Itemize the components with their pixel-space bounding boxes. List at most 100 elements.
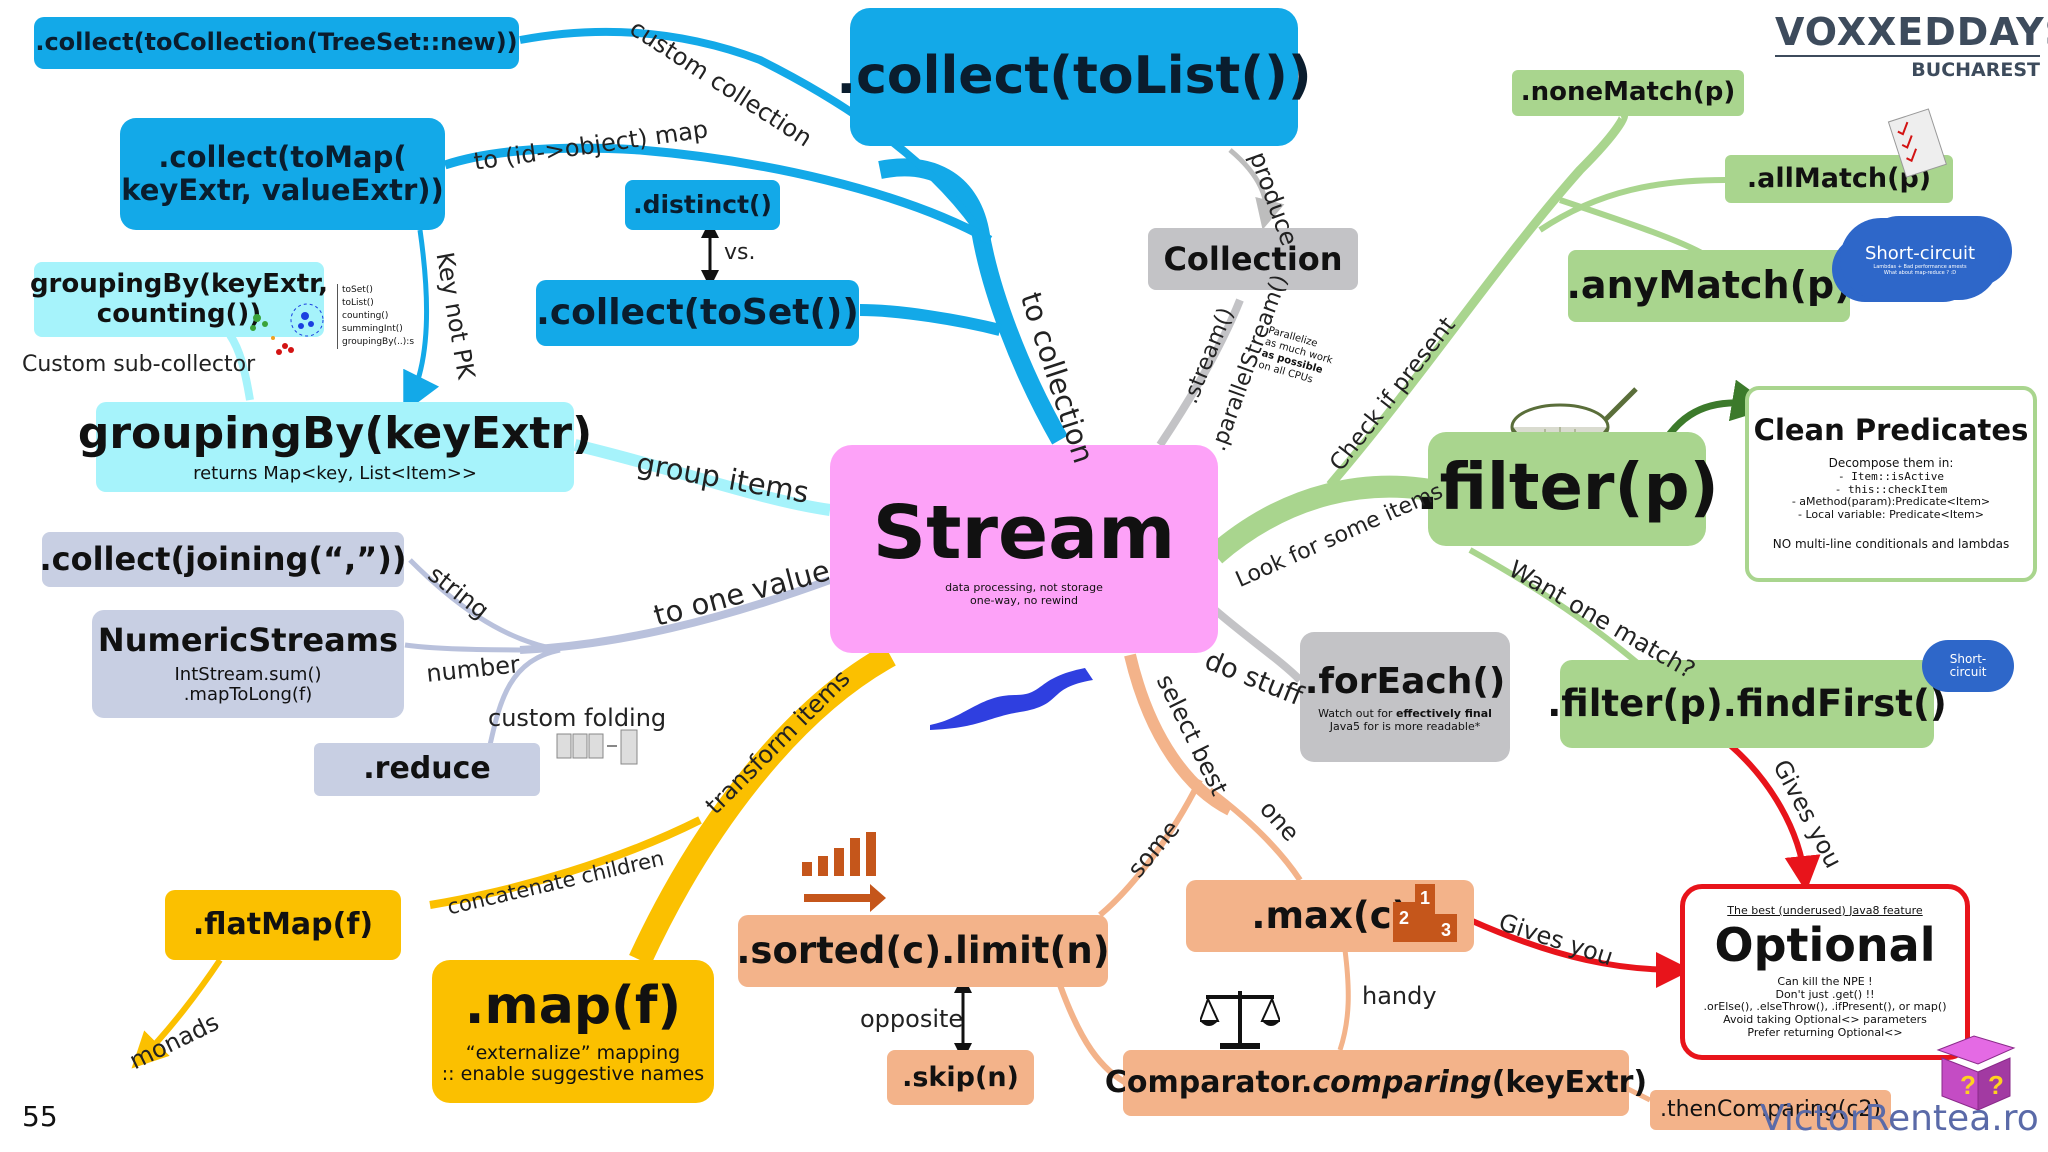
- comparator-node[interactable]: Comparator.comparing(keyExtr): [1105, 1050, 1647, 1116]
- grouping-node[interactable]: groupingBy(keyExtr) returns Map<key, Lis…: [78, 402, 592, 492]
- reduce-node[interactable]: .reduce: [314, 743, 540, 796]
- collector-item: toSet(): [342, 285, 373, 295]
- numeric-streams-node[interactable]: NumericStreams IntStream.sum() .mapToLon…: [92, 610, 404, 718]
- collectors-dots-icon: [245, 298, 333, 362]
- any-match-node[interactable]: .anyMatch(p): [1566, 250, 1852, 322]
- short-circuit-cloud-small: Short- circuit: [1922, 640, 2014, 692]
- to-set-node[interactable]: .collect(toSet()): [536, 280, 859, 346]
- none-match-node[interactable]: .noneMatch(p): [1512, 70, 1744, 116]
- link-allmatch: [1538, 177, 1726, 233]
- short-circuit-title: Short-circuit: [1864, 242, 1976, 264]
- grouping-counting-line-1: groupingBy(keyExtr,: [29, 268, 329, 299]
- opposite-label: opposite: [860, 1005, 964, 1033]
- chart-arrow-icon: [800, 832, 890, 916]
- link-toset: [859, 304, 1002, 336]
- foreach-sub-1b: effectively final: [1395, 707, 1492, 721]
- grouping-subtitle: returns Map<key, List<Item>>: [193, 462, 477, 484]
- all-match-node[interactable]: .allMatch(p): [1725, 155, 1953, 203]
- short-circuit-tiny-2: What about map-reduce ? :D: [1883, 269, 1957, 276]
- link-do-stuff: [1212, 606, 1303, 683]
- clean-predicates-node[interactable]: Clean Predicates Decompose them in: - It…: [1745, 386, 2037, 582]
- clean-line: - aMethod(param):Predicate<Item>: [1791, 495, 1991, 509]
- optional-line: Don't just .get() !!: [1775, 987, 1875, 1001]
- optional-node[interactable]: The best (underused) Java8 feature Optio…: [1680, 884, 1970, 1060]
- map-sub-2: :: enable suggestive names: [441, 1063, 705, 1086]
- joining-node[interactable]: .collect(joining(“,”)): [39, 532, 407, 587]
- collector-item: toList(): [342, 298, 374, 308]
- flatmap-node[interactable]: .flatMap(f): [165, 890, 401, 960]
- link-monads: [131, 958, 223, 1069]
- optional-kicker: The best (underused) Java8 feature: [1727, 903, 1923, 917]
- foreach-sub-1: Watch out for effectively final: [1318, 707, 1492, 721]
- foreach-node[interactable]: .forEach() Watch out for effectively fin…: [1300, 632, 1510, 762]
- river-icon: [925, 660, 1095, 734]
- link-one: [1208, 787, 1303, 882]
- link-findfirst-optional: [1728, 742, 1821, 892]
- to-list-node[interactable]: .collect(toList()): [836, 8, 1312, 146]
- distinct-node[interactable]: .distinct(): [625, 180, 780, 230]
- custom-sub-collector-label: Custom sub-collector: [22, 352, 256, 377]
- link-grouping: [573, 439, 831, 516]
- to-map-line-1: .collect(toMap(: [158, 139, 407, 174]
- map-node[interactable]: .map(f) “externalize” mapping :: enable …: [432, 960, 714, 1103]
- svg-text:3: 3: [1441, 920, 1451, 940]
- mystery-box-icon: ? ?: [1930, 1024, 2020, 1116]
- link-filter: [1207, 475, 1432, 564]
- svg-text:?: ?: [1960, 1070, 1976, 1100]
- sorted-limit-node[interactable]: .sorted(c).limit(n): [736, 915, 1110, 987]
- clean-title: Clean Predicates: [1753, 413, 2029, 447]
- link-anymatch: [1559, 197, 1707, 258]
- link-one-value: [519, 576, 832, 654]
- foreach-title: .forEach(): [1304, 660, 1506, 702]
- grouping-counting-line-2: counting()): [96, 298, 262, 329]
- svg-text:2: 2: [1399, 908, 1409, 928]
- checklist-icon: [1886, 107, 1950, 184]
- footer-site: VictorRentea.ro: [1760, 1098, 2039, 1139]
- link-max-optional: [1468, 917, 1692, 988]
- to-map-node[interactable]: .collect(toMap( keyExtr, valueExtr)): [120, 118, 445, 230]
- clean-line: Decompose them in:: [1828, 456, 1954, 471]
- link-stream-collection: [1156, 298, 1244, 448]
- optional-line: .orElse(), .elseThrow(), .ifPresent(), o…: [1703, 1000, 1947, 1014]
- link-produce: [1228, 148, 1285, 230]
- folding-icon: [555, 728, 645, 770]
- optional-title: Optional: [1714, 918, 1936, 973]
- link-reduce: [487, 647, 561, 746]
- link-numeric: [404, 642, 561, 653]
- link-want-one: [1468, 547, 1642, 668]
- foreach-sub-1a: Watch out for: [1318, 707, 1396, 721]
- short-circuit-small-1: Short-: [1949, 651, 1987, 666]
- comparator-suffix: (keyExtr): [1491, 1064, 1648, 1100]
- link-grouping-counting: [226, 332, 254, 401]
- comparator-italic: comparing: [1312, 1064, 1492, 1100]
- link-tomap: [443, 143, 993, 244]
- clean-line: - Item::isActive: [1838, 470, 1944, 484]
- logo-brand: VOXXEDDAYS: [1775, 10, 2048, 54]
- collector-item: counting(): [342, 311, 389, 321]
- voxxed-logo: VOXXEDDAYS BUCHAREST: [1775, 10, 2048, 81]
- to-collection-treeset-node[interactable]: .collect(toCollection(TreeSet::new)): [34, 17, 519, 69]
- filter-node[interactable]: .filter(p): [1415, 432, 1719, 546]
- grouping-counting-node[interactable]: groupingBy(keyExtr, counting()): [30, 262, 328, 337]
- skip-node[interactable]: .skip(n): [887, 1050, 1034, 1105]
- link-map: [629, 644, 896, 966]
- optional-line: Avoid taking Optional<> parameters: [1723, 1013, 1927, 1027]
- optional-line: Can kill the NPE !: [1777, 975, 1873, 989]
- collector-item: summingInt(): [342, 324, 403, 334]
- link-treeset: [519, 27, 989, 243]
- handy-label: handy: [1362, 982, 1437, 1010]
- then-comparing-node[interactable]: .thenComparing(c2): [1650, 1090, 1891, 1130]
- stream-node[interactable]: Stream data processing, not storage one-…: [830, 445, 1218, 653]
- collection-node[interactable]: Collection: [1148, 228, 1358, 290]
- short-circuit-tiny-1: Lambdas + Bad performance amests: [1873, 263, 1967, 270]
- link-check-present: [1326, 109, 1629, 488]
- optional-line: Prefer returning Optional<>: [1747, 1025, 1903, 1039]
- logo-rule: [1775, 55, 2040, 57]
- link-joining: [408, 558, 561, 653]
- slide-number: 55: [22, 1100, 58, 1133]
- numeric-sub-1: IntStream.sum(): [174, 663, 322, 685]
- stream-desc-2: one-way, no rewind: [970, 593, 1078, 607]
- map-sub-1: “externalize” mapping: [465, 1041, 681, 1064]
- filter-find-first-node[interactable]: .filter(p).findFirst(): [1547, 660, 1947, 748]
